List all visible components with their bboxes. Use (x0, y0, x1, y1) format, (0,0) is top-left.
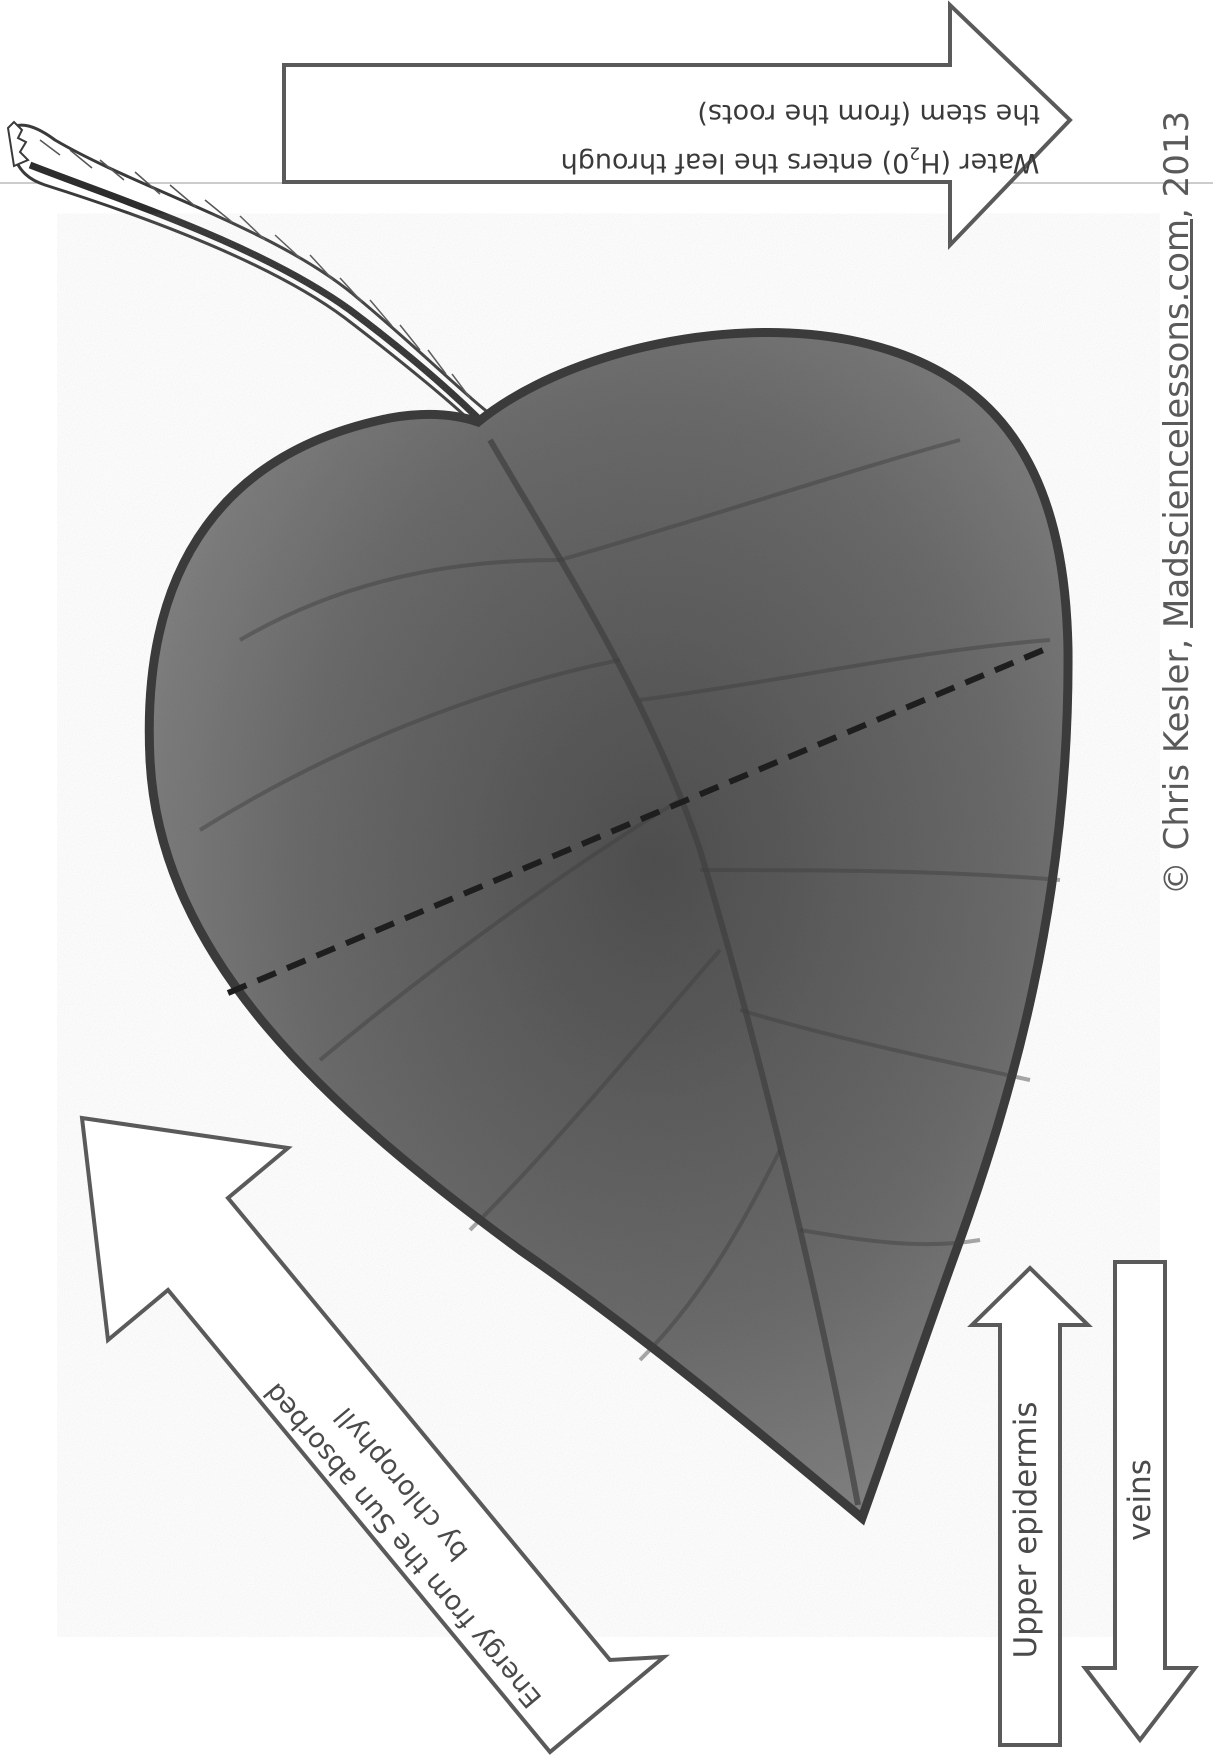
copyright-site-link: Madsciencelessons.com (1157, 219, 1197, 628)
copyright-prefix: © Chris Kesler, (1157, 628, 1197, 895)
veins-label: veins (1120, 1400, 1160, 1600)
copyright-year: , 2013 (1157, 111, 1197, 219)
water-arrow-line-2: the stem (from the roots) (520, 93, 1080, 133)
copyright-line: © Chris Kesler, Madsciencelessons.com, 2… (1154, 53, 1200, 953)
water-arrow-line-1: Water (H20) enters the leaf through (520, 133, 1080, 182)
water-arrow-label: Water (H20) enters the leaf through the … (520, 93, 1080, 182)
upper-epidermis-label: Upper epidermis (1006, 1330, 1046, 1730)
